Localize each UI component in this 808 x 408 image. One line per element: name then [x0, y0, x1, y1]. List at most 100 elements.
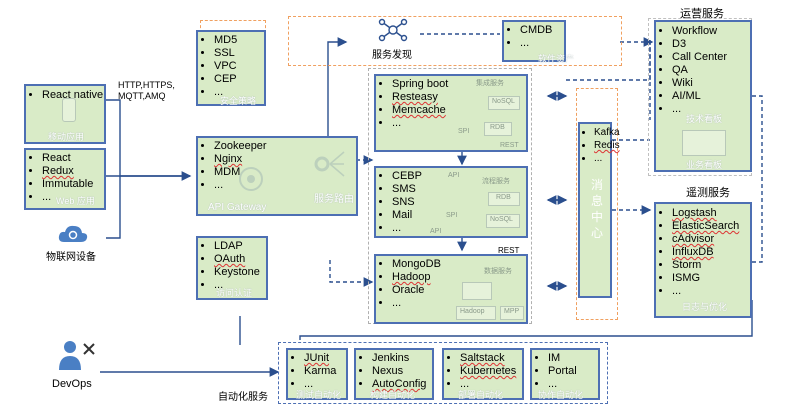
web-item: Redux [42, 165, 104, 178]
discovery-region [288, 16, 622, 66]
automation-label: 自动化服务 [218, 392, 268, 403]
hadoop-shape [456, 306, 496, 320]
cloud-gear-icon [58, 225, 88, 242]
coop-item: ... [548, 378, 598, 391]
cube-shape [462, 282, 492, 300]
cmdb-item: ... [520, 37, 564, 50]
process-item: SNS [392, 196, 526, 209]
security-box: MD5 SSL VPC CEP ... 安全策略 [196, 30, 266, 106]
ops-item: D3 [672, 38, 750, 51]
protocol-line1: HTTP,HTTPS, [118, 80, 175, 90]
ops-item: Workflow [672, 25, 750, 38]
mq-item: Redis [594, 139, 620, 152]
rdb-shape [484, 122, 512, 136]
test-caption: 测试自动化 [296, 390, 342, 400]
build-item: Jenkins [372, 352, 432, 365]
ops-caption-business: 业务看板 [686, 160, 723, 170]
mq-item: Kafka [594, 126, 620, 139]
mobile-item: React native [42, 89, 104, 102]
ops-item: Wiki [672, 77, 750, 90]
integration-item: Spring boot [392, 78, 526, 91]
iot-label: 物联网设备 [46, 252, 96, 263]
integration-item: Memcache [392, 104, 526, 117]
devops-label: DevOps [52, 378, 92, 390]
process-api: API [448, 172, 460, 179]
gateway-caption: API Gateway [208, 202, 267, 213]
mq-region [576, 88, 618, 320]
process-box: CEBP SMS SNS Mail ... API 流程服务 SPI RDB N… [374, 166, 528, 238]
cmdb-box: CMDB ... 软件资产 [502, 20, 574, 64]
auth-item: Keystone [214, 266, 266, 279]
monitor-item: Storm [672, 259, 750, 272]
coop-caption: 协作自动化 [538, 390, 584, 400]
deploy-item: Saltstack [460, 352, 522, 365]
auth-item: LDAP [214, 240, 266, 253]
auth-item: ... [214, 279, 266, 292]
ops-item: ... [672, 103, 750, 116]
monitor-item: ... [672, 285, 750, 298]
mobile-caption: 移动应用 [48, 132, 85, 142]
route-caption: 服务路由 [314, 194, 354, 205]
test-item: JUnit [304, 352, 346, 365]
integration-spi: SPI [458, 128, 470, 135]
integration-rdb: RDB [490, 124, 505, 131]
test-automation-box: JUnit Karma ... 测试自动化 [286, 348, 348, 400]
dashboard-icon [682, 130, 726, 156]
monitor-item: InfluxDB [672, 246, 750, 259]
discovery-network-icon [378, 18, 408, 42]
mpp-shape [500, 306, 524, 320]
coop-item: IM [548, 352, 598, 365]
deploy-item: Kubernetes [460, 365, 522, 378]
mobile-app-box: React native 移动应用 [24, 84, 106, 144]
data-item: ... [392, 297, 526, 310]
cmdb-item: CMDB [520, 24, 564, 37]
ops-caption-tech: 技术看板 [686, 114, 723, 124]
devops-person-icon [59, 341, 95, 370]
security-item: ... [214, 86, 264, 99]
ops-item: QA [672, 64, 750, 77]
gateway-router-icon [239, 167, 263, 191]
process-spi: SPI [446, 212, 458, 219]
deploy-caption: 部署自动化 [458, 390, 504, 400]
process-rdb-shape [488, 192, 520, 206]
monitor-item: cAdvisor [672, 233, 750, 246]
monitor-box: Logstash ElasticSearch cAdvisor InfluxDB… [654, 202, 752, 318]
build-item: AutoConfig [372, 378, 432, 391]
integration-item: ... [392, 117, 526, 130]
gateway-item: Zookeeper [214, 140, 356, 153]
data-item: Oracle [392, 284, 526, 297]
data-item: Hadoop [392, 271, 526, 284]
phone-icon [62, 98, 76, 122]
security-caption: 安全策略 [220, 96, 257, 106]
web-caption: Web 应用 [56, 196, 95, 206]
data-box: MongoDB Hadoop Oracle ... 数据服务 Hadoop MP… [374, 254, 528, 324]
monitor-item: ElasticSearch [672, 220, 750, 233]
route-gear-icon [314, 151, 345, 177]
test-item: Karma [304, 365, 346, 378]
deploy-automation-box: Saltstack Kubernetes ... 部署自动化 [442, 348, 524, 400]
data-hadoop: Hadoop [460, 308, 485, 315]
security-item: VPC [214, 60, 264, 73]
gateway-item: ... [214, 179, 356, 192]
process-nosql-shape [486, 214, 520, 228]
web-item: Immutable [42, 178, 104, 191]
security-item: MD5 [214, 34, 264, 47]
integration-caption: 集成服务 [476, 80, 504, 87]
process-item: Mail [392, 209, 526, 222]
security-item: CEP [214, 73, 264, 86]
monitor-item: ISMG [672, 272, 750, 285]
rest-label: REST [498, 246, 520, 255]
monitor-item: Logstash [672, 207, 750, 220]
mq-caption-char: 消 [590, 178, 603, 192]
data-caption: 数据服务 [484, 268, 512, 275]
ops-item: Call Center [672, 51, 750, 64]
coop-item: Portal [548, 365, 598, 378]
security-item: SSL [214, 47, 264, 60]
cmdb-caption: 软件资产 [538, 54, 575, 64]
coop-automation-box: IM Portal ... 协作自动化 [530, 348, 600, 400]
ops-title: 运营服务 [680, 8, 724, 20]
ops-box: Workflow D3 Call Center QA Wiki AI/ML ..… [654, 20, 752, 172]
mq-caption-char: 息 [590, 194, 603, 208]
mq-caption-char: 心 [590, 226, 603, 240]
deploy-item: ... [460, 378, 522, 391]
